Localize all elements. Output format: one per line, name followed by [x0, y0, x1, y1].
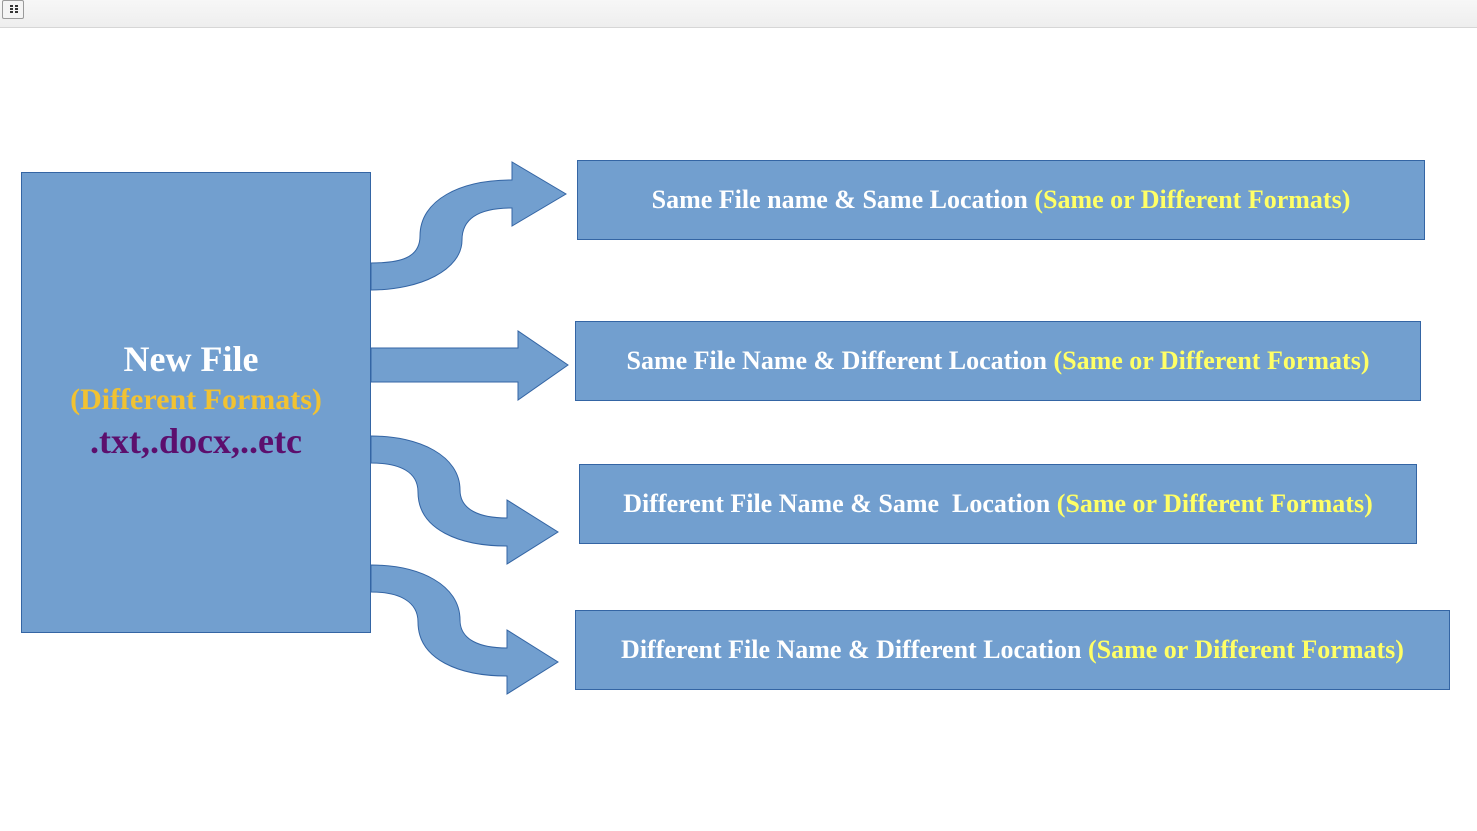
- target-formats: (Same or Different Formats): [1053, 346, 1370, 375]
- new-file-formats: (Different Formats): [70, 382, 322, 416]
- target-label: Different File Name & Same Location: [623, 489, 1057, 518]
- curved-arrow-up: [370, 161, 567, 291]
- top-toolbar: [0, 0, 1477, 28]
- target-box-same-name-different-location: Same File Name & Different Location (Sam…: [575, 321, 1421, 401]
- target-box-different-name-same-location: Different File Name & Same Location (Sam…: [579, 464, 1417, 544]
- target-formats: (Same or Different Formats): [1034, 185, 1351, 214]
- straight-arrow: [370, 330, 569, 401]
- curved-arrow-down-2: [370, 564, 559, 695]
- menu-button[interactable]: [2, 0, 24, 19]
- target-formats: (Same or Different Formats): [1087, 635, 1404, 664]
- curved-arrow-down-1: [370, 435, 559, 565]
- target-box-different-name-different-location: Different File Name & Different Location…: [575, 610, 1450, 690]
- new-file-title: New File: [123, 338, 259, 379]
- target-label: Same File name & Same Location: [651, 185, 1035, 214]
- new-file-extensions: .txt,.docx,..etc: [90, 420, 302, 461]
- target-formats: (Same or Different Formats): [1056, 489, 1373, 518]
- target-label: Same File Name & Different Location: [626, 346, 1054, 375]
- target-label: Different File Name & Different Location: [621, 635, 1088, 664]
- grid-menu-icon: [10, 5, 18, 14]
- new-file-box: New File (Different Formats) .txt,.docx,…: [21, 172, 371, 633]
- target-box-same-name-same-location: Same File name & Same Location (Same or …: [577, 160, 1425, 240]
